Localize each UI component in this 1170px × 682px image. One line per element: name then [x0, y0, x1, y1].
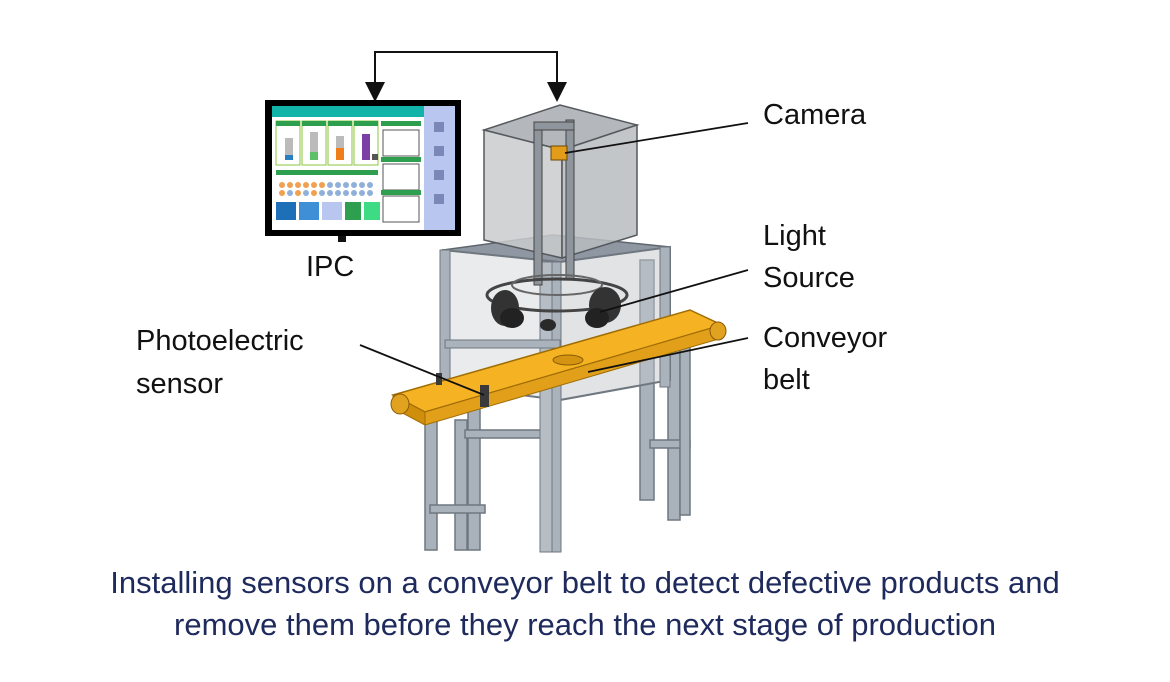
connection-arrows: [365, 51, 567, 102]
belt-stand: [424, 334, 691, 551]
label-light-source-line1: Light: [763, 220, 826, 252]
camera-icon: [550, 145, 568, 161]
label-conveyor-line1: Conveyor: [763, 322, 888, 354]
camera-enclosure: [481, 104, 640, 286]
label-photoelectric-line1: Photoelectric: [136, 325, 304, 357]
caption-line2: remove them before they reach the next s…: [174, 607, 996, 642]
label-camera: Camera: [763, 99, 867, 131]
label-conveyor-line2: belt: [763, 364, 810, 396]
caption-line1: Installing sensors on a conveyor belt to…: [110, 565, 1060, 600]
label-ipc: IPC: [306, 251, 355, 283]
conveyor-belt: [390, 309, 727, 426]
photoelectric-sensor-icon: [436, 373, 489, 407]
leader-lines: [359, 122, 749, 396]
ipc-monitor: [265, 100, 461, 242]
label-light-source-line2: Source: [763, 262, 855, 294]
label-photoelectric-line2: sensor: [136, 368, 224, 400]
light-source-assembly: [485, 274, 629, 331]
